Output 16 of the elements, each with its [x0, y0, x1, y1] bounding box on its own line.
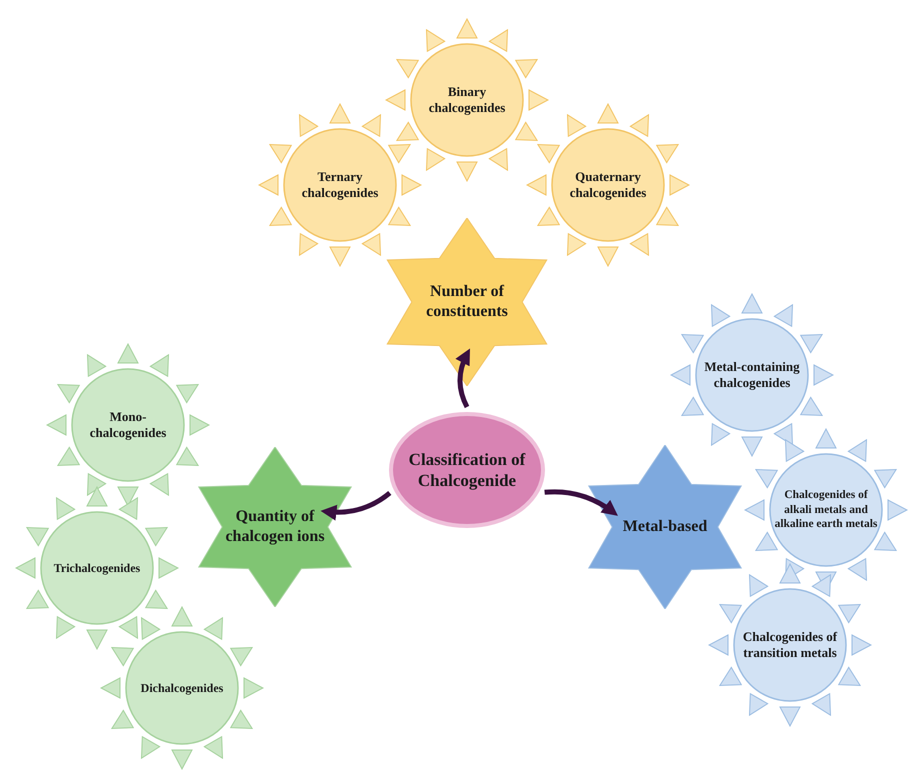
node-label: Binary chalcogenides — [428, 84, 506, 116]
node-label: Chalcogenides of transition metals — [742, 628, 838, 662]
node-label: Mono-chalcogenides — [88, 408, 168, 442]
curved-arrow — [456, 348, 470, 408]
curved-arrow — [320, 490, 392, 520]
node-label: Number of constituents — [425, 282, 509, 322]
node-label: Metal-containing chalcogenides — [703, 358, 801, 392]
node-label: Chalcogenides of alkali metals and alkaline earth metals — [774, 488, 878, 532]
node-label: Dichalcogenides — [140, 680, 224, 696]
node-label: Metal-based — [622, 517, 708, 537]
node-label: Quantity of chalcogen ions — [224, 507, 326, 547]
node-label: Trichalcogenides — [54, 560, 140, 576]
node-label: Ternary chalcogenides — [300, 168, 380, 202]
node-label: Classification of Chalcogenide — [408, 448, 526, 492]
node-label: Quaternary chalcogenides — [568, 168, 648, 202]
curved-arrow — [544, 489, 618, 516]
